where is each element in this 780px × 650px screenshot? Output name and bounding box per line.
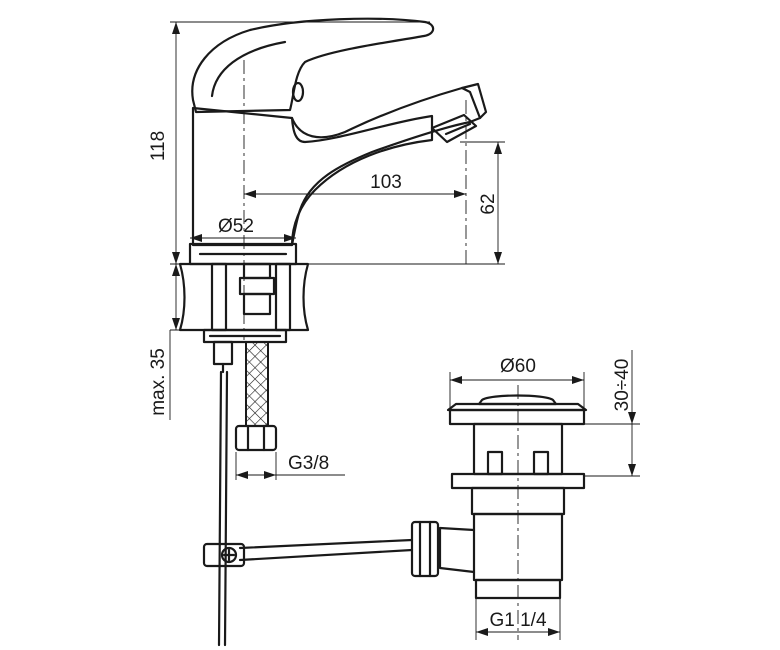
- side-port: [438, 526, 476, 574]
- drain-cap: [477, 394, 558, 406]
- dim-30-40: 30÷40: [612, 359, 633, 412]
- spout: [290, 86, 482, 247]
- lever-handle: [191, 17, 435, 114]
- hose-fitting: [242, 262, 272, 280]
- linkage-rod: [238, 538, 414, 562]
- dim-g38: G3/8: [288, 453, 329, 474]
- dim-103: 103: [370, 172, 402, 193]
- dim-d52: Ø52: [218, 216, 254, 237]
- spout-outlet: [430, 113, 478, 144]
- g38-nut: [234, 424, 278, 452]
- dim-max35: max. 35: [148, 348, 169, 416]
- faucet: [170, 17, 505, 647]
- lever-cap-detail: [210, 40, 287, 98]
- dim-62: 62: [478, 193, 499, 214]
- dim-118: 118: [148, 131, 169, 161]
- drain-flange: [448, 408, 586, 426]
- rod-clamp: [202, 542, 246, 568]
- faucet-body: [191, 106, 434, 247]
- countertop: [178, 262, 310, 332]
- dim-g114: G1 1/4: [489, 610, 546, 631]
- lever-pivot: [291, 81, 305, 103]
- mounting-stud: [210, 262, 228, 332]
- popup-rod: [217, 370, 229, 647]
- dim-d60: Ø60: [500, 356, 536, 377]
